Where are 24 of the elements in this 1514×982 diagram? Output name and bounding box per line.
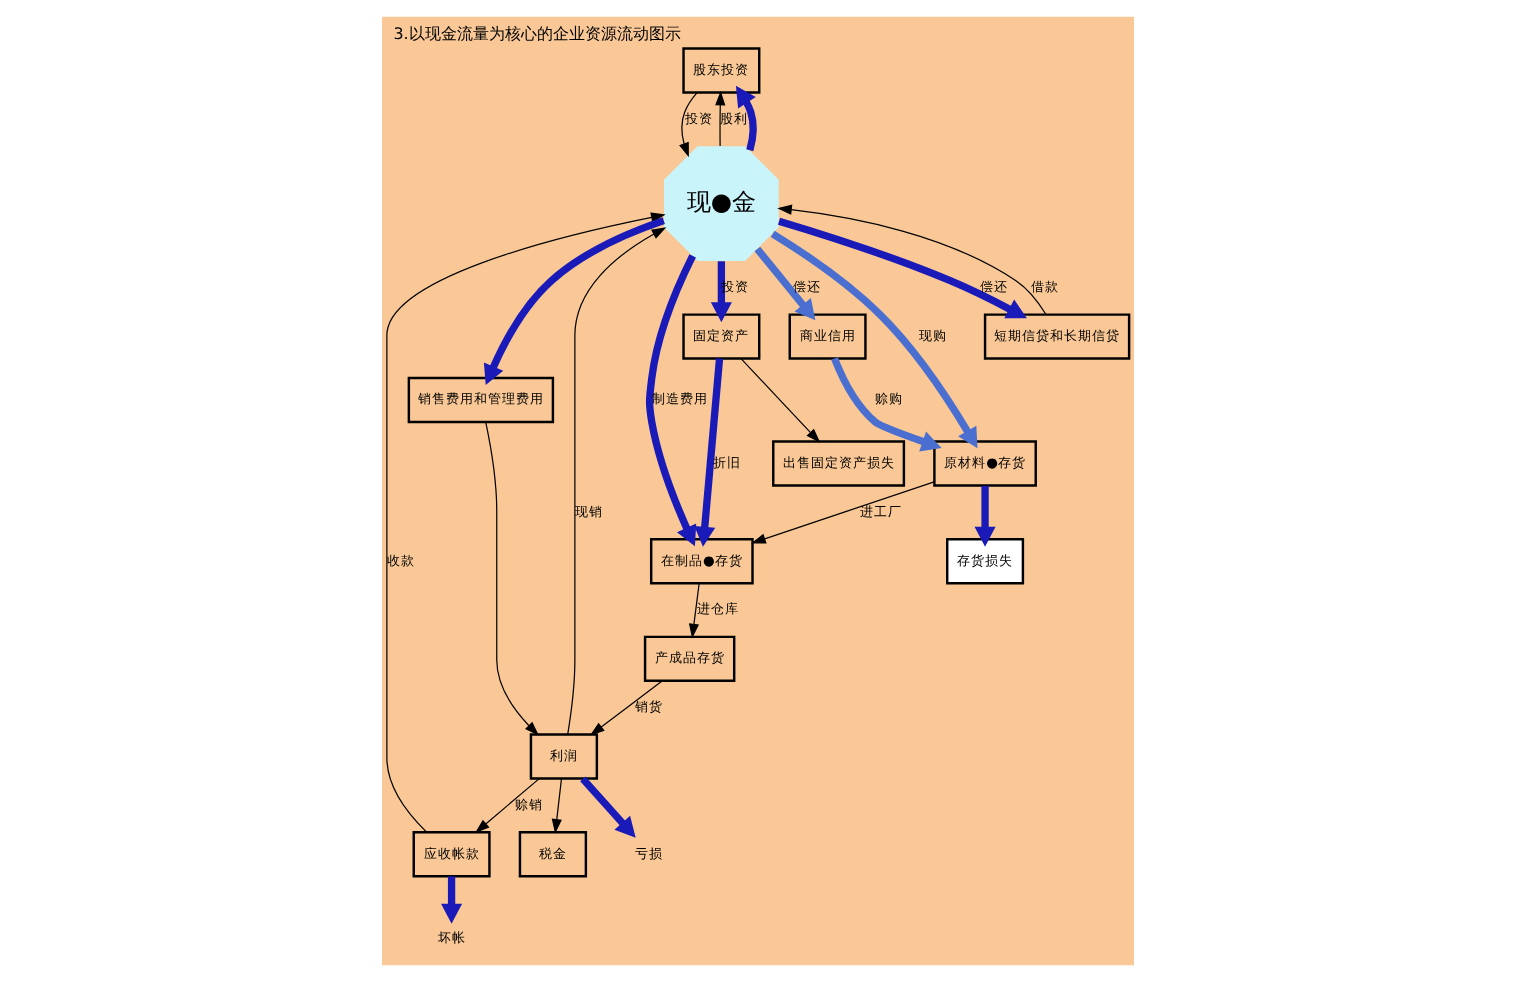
arrow [750,481,934,544]
arrow [734,85,756,152]
arrow [678,92,697,158]
arrow [776,204,1046,315]
arrow [714,90,725,147]
arrow [385,212,665,833]
arrow [973,485,995,547]
arrow [588,680,662,736]
arrow [644,254,696,547]
arrow [484,421,539,736]
arrow [482,217,664,386]
arrow [474,778,539,834]
arrow [776,217,1026,319]
arrow [769,230,977,449]
arrow [830,357,941,452]
arrow [709,261,731,323]
arrow [753,246,815,321]
arrow [739,358,820,443]
arrow [440,876,462,924]
arrow [579,776,635,838]
arrow [693,358,723,547]
arrow [687,582,699,639]
arrow [566,227,666,735]
arrow [550,778,562,834]
